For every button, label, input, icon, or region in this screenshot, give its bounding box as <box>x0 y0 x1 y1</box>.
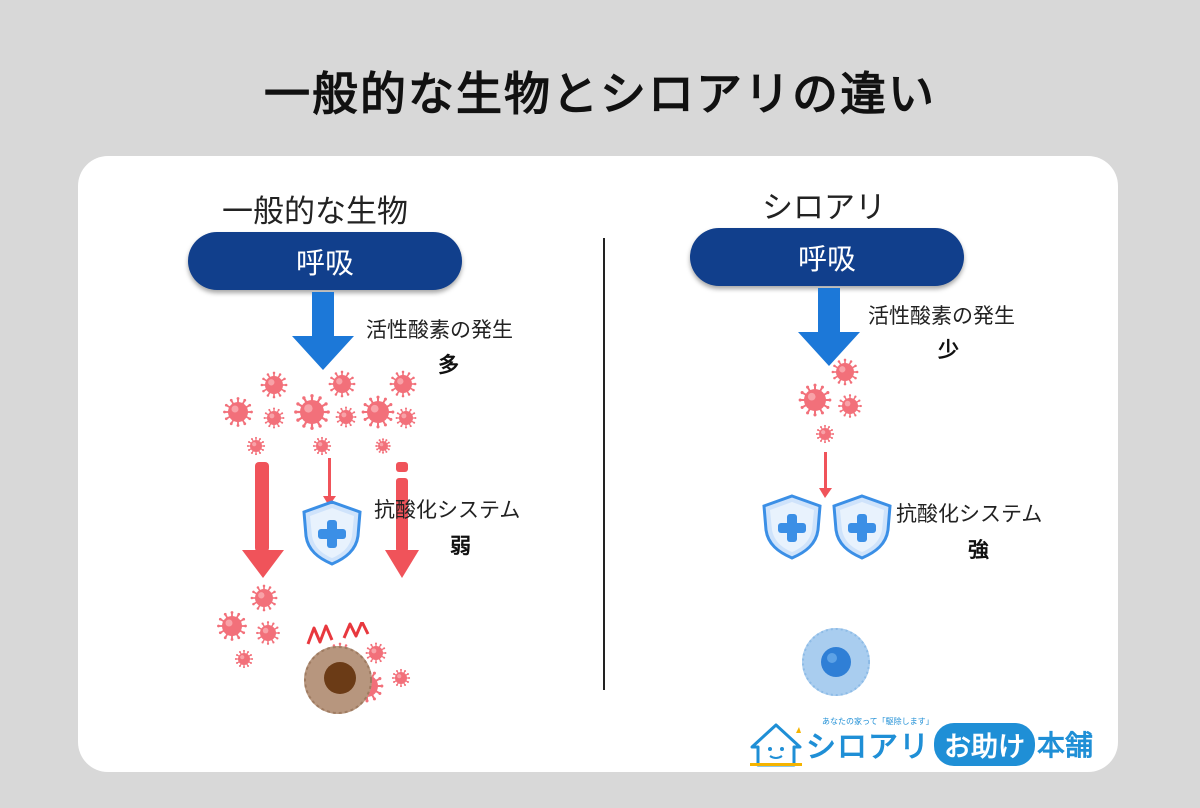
page-title: 一般的な生物とシロアリの違い <box>264 67 936 121</box>
ros-particle-icon <box>391 668 411 688</box>
ros-particle-icon <box>798 383 832 417</box>
ros-particle-icon <box>217 611 247 641</box>
brand-logo: シロアリ お助け 本舗 <box>746 716 1118 772</box>
right-antioxidant-label: 抗酸化システム <box>896 502 1043 526</box>
house-icon <box>750 723 802 767</box>
right-shield-icon-2 <box>832 494 892 560</box>
ros-particle-icon <box>234 649 254 669</box>
healthy-cell-icon <box>802 628 870 696</box>
brand-store: 本舗 <box>1037 729 1094 762</box>
right-antioxidant-amount: 強 <box>968 538 989 562</box>
left-heading: 一般的な生物 <box>222 194 408 230</box>
ros-particle-icon <box>250 584 278 612</box>
ros-particle-icon <box>263 407 285 429</box>
ros-particle-icon <box>838 394 862 418</box>
ros-particle-icon <box>328 370 356 398</box>
ros-particle-icon <box>294 394 330 430</box>
ros-particle-icon <box>375 438 391 454</box>
right-respiration-pill: 呼吸 <box>690 228 964 286</box>
left-blue-down-arrow-icon <box>292 292 354 370</box>
ros-particle-icon <box>395 407 417 429</box>
left-antioxidant-amount: 弱 <box>450 534 471 558</box>
right-ros-amount: 少 <box>938 338 959 362</box>
ros-particle-icon <box>361 395 395 429</box>
ros-particle-icon <box>312 436 332 456</box>
ros-particle-icon <box>831 358 859 386</box>
column-divider <box>603 238 605 690</box>
right-ros-label: 活性酸素の発生 <box>868 304 1015 328</box>
right-shield-icon-1 <box>762 494 822 560</box>
left-ros-amount: 多 <box>438 353 459 377</box>
right-red-arrow-small-icon <box>819 452 832 498</box>
left-shield-icon <box>302 500 362 566</box>
ros-particle-icon <box>389 370 417 398</box>
ros-particle-icon <box>246 436 266 456</box>
ros-particle-icon <box>815 424 835 444</box>
left-red-arrow-small-icon <box>323 458 336 506</box>
ros-particle-icon <box>335 406 357 428</box>
right-blue-down-arrow-icon <box>798 288 860 366</box>
right-ros-particles <box>798 358 862 444</box>
left-red-arrow-dashed-icon <box>385 462 419 578</box>
ros-particle-icon <box>223 397 253 427</box>
comparison-card: 一般的な生物 呼吸 活性酸素の発生 多 抗酸化システム 弱 シロアリ 呼吸 <box>78 156 1118 772</box>
left-ros-particles <box>217 370 417 703</box>
ros-particle-icon <box>365 642 387 664</box>
ros-particle-icon <box>260 371 288 399</box>
left-antioxidant-label: 抗酸化システム <box>374 498 521 522</box>
left-respiration-pill: 呼吸 <box>188 232 462 290</box>
ros-particle-icon <box>256 621 280 645</box>
right-heading: シロアリ <box>762 190 886 226</box>
left-ros-label: 活性酸素の発生 <box>366 318 513 342</box>
brand-name: シロアリ <box>806 730 930 765</box>
damaged-cell-icon <box>304 622 372 714</box>
brand-tagline: あなたの家って「駆除します」 <box>822 717 934 726</box>
brand-bubble: お助け <box>934 722 1035 766</box>
left-red-arrow-large-icon <box>242 462 284 578</box>
